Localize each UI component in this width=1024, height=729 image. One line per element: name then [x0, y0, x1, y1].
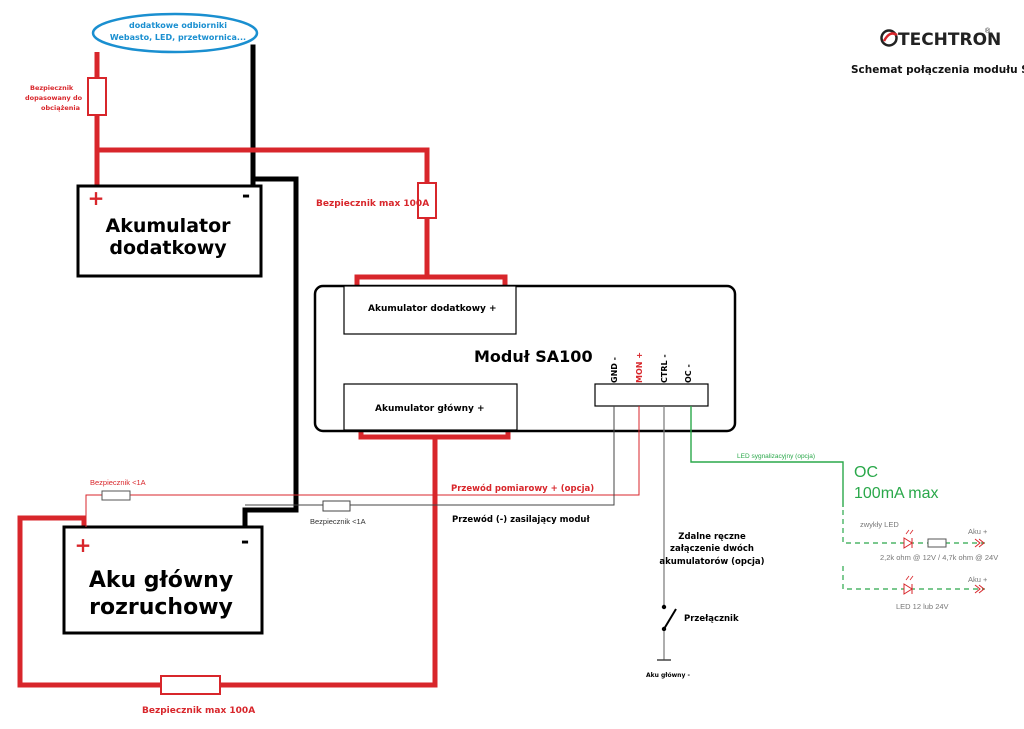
led2-caption: LED 12 lub 24V	[896, 602, 949, 611]
led-signal-label: LED sygnalizacyjny (opcja)	[737, 453, 815, 460]
wire-main-terminal-bar	[358, 426, 511, 440]
battery-aux-name-2: dodatkowy	[109, 237, 227, 259]
switch-contact-bottom	[661, 626, 667, 632]
battery-main-plus: +	[75, 533, 92, 557]
fuse-bottom-label: Bezpiecznik max 100A	[142, 706, 255, 716]
diagram-title: Schemat połączenia modułu SA100	[851, 64, 1024, 76]
battery-main-minus: -	[241, 529, 249, 553]
fuse-load-label-1: Bezpiecznik	[30, 84, 74, 92]
wire-measure-left	[85, 494, 102, 527]
battery-main-name-1: Aku główny	[89, 568, 233, 593]
fuse-small-left-label: Bezpiecznik <1A	[90, 478, 146, 487]
battery-main-name-2: rozruchowy	[89, 595, 233, 620]
wire-measure	[130, 406, 640, 496]
remote-line3: akumulatorów (opcja)	[659, 556, 764, 567]
pin-mon: MON +	[635, 352, 644, 383]
battery-aux-minus: -	[242, 183, 250, 207]
loads-line2: Webasto, LED, przetwornica...	[110, 33, 246, 42]
module-signal-connector	[594, 383, 709, 407]
module-main-terminal	[343, 383, 518, 431]
battery-aux-plus: +	[88, 186, 105, 210]
led1-diode-icon	[903, 529, 914, 549]
fuse-top-label: Bezpiecznik max 100A	[316, 199, 429, 209]
battery-aux	[76, 184, 263, 278]
wire-ground-link	[242, 176, 299, 530]
wire-main-positive	[17, 434, 438, 688]
remote-line1: Zdalne ręczne	[678, 532, 746, 542]
led2-diode-icon	[903, 575, 914, 595]
fuse-small-mid-label: Bezpiecznik <1A	[310, 517, 366, 526]
fuse-bottom-100a	[160, 675, 221, 695]
led1-caption: zwykły LED	[860, 520, 899, 529]
pin-gnd: GND -	[610, 357, 619, 383]
module-main-terminal-label: Akumulator główny +	[375, 403, 485, 414]
module-aux-terminal-label: Akumulator dodatkowy +	[368, 304, 497, 314]
fuse-load-label-3: obciążenia	[41, 104, 80, 112]
brand-name: TECHTRON	[898, 30, 1001, 50]
pin-oc: OC -	[684, 364, 693, 383]
fuse-load	[87, 77, 107, 116]
battery-main	[62, 525, 264, 635]
module-title: Moduł SA100	[474, 347, 593, 366]
wire-aux-terminal-bar	[354, 274, 508, 289]
logo-swoosh-icon	[882, 32, 898, 42]
oc-line1: OC	[854, 464, 878, 481]
switch-lever	[663, 608, 677, 630]
fuse-small-left	[101, 490, 131, 501]
led2-arrow-icon	[974, 584, 985, 594]
fuse-top-100a	[417, 182, 437, 219]
led1-resistor	[927, 538, 947, 548]
led1-aku: Aku +	[968, 527, 988, 536]
led1-arrow-icon	[974, 538, 985, 548]
fuse-small-mid	[322, 500, 351, 512]
oc-line2: 100mA max	[854, 485, 938, 502]
wire-supply-neg	[350, 406, 615, 506]
brand-logo: TECHTRON ®	[880, 27, 1001, 50]
led1-resistor-note: 2,2k ohm @ 12V / 4,7k ohm @ 24V	[880, 553, 998, 562]
brand-registered: ®	[985, 27, 991, 35]
ground-label: Aku główny -	[646, 672, 690, 679]
wire-measure-label: Przewód pomiarowy + (opcja)	[451, 483, 594, 494]
switch-contact-top	[661, 604, 667, 610]
wire-oc	[690, 406, 844, 507]
loads-line1: dodatkowe odbiorniki	[129, 21, 227, 30]
logo-ring-icon	[880, 29, 898, 47]
fuse-load-label-2: dopasowany do	[25, 94, 83, 102]
wire-supply-label: Przewód (-) zasilający moduł	[452, 514, 590, 525]
led2-aku: Aku +	[968, 575, 988, 584]
battery-aux-name-1: Akumulator	[105, 215, 231, 237]
pin-ctrl: CTRL -	[660, 354, 669, 383]
module-aux-terminal	[343, 285, 517, 335]
remote-line2: załączenie dwóch	[670, 543, 754, 554]
led2-wire	[842, 566, 985, 590]
loads-ellipse	[91, 12, 259, 54]
switch-label: Przełącznik	[684, 614, 739, 624]
